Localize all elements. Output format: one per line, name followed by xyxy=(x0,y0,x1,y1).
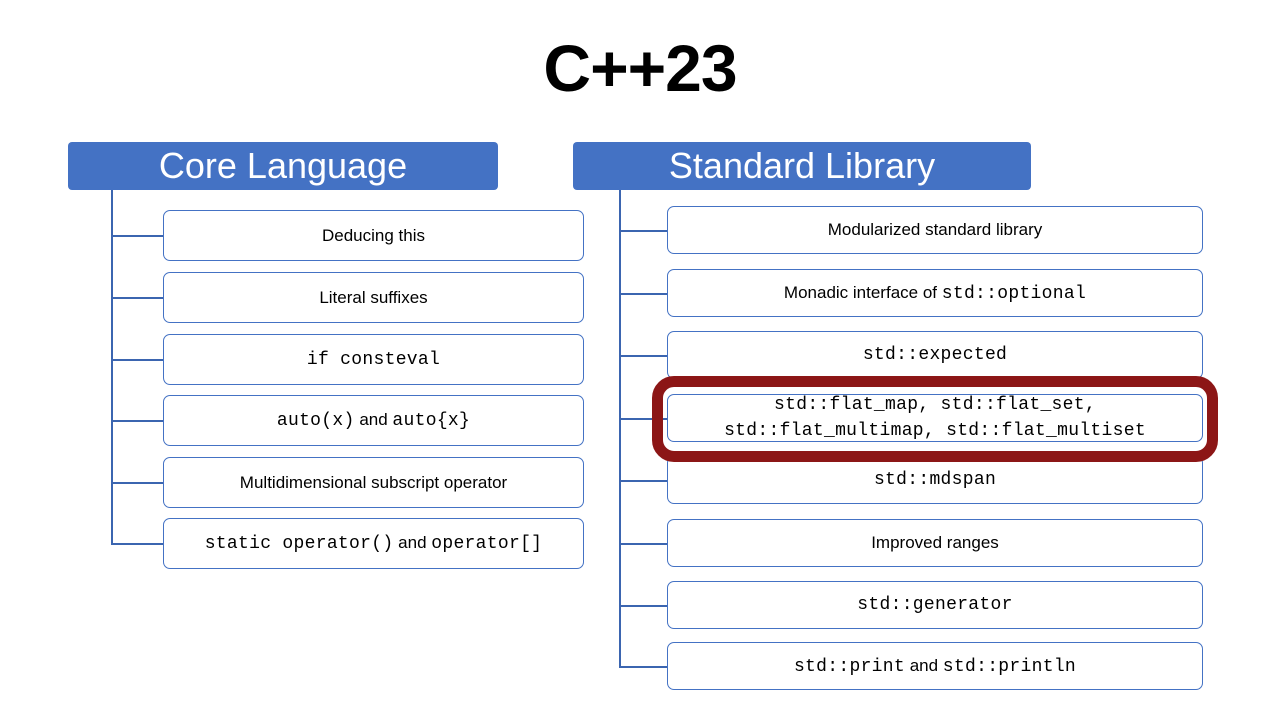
node-label-text: Monadic interface of xyxy=(783,282,942,302)
connector-branch xyxy=(111,420,163,422)
node-label: std::mdspan xyxy=(873,470,997,490)
connector-branch xyxy=(111,235,163,237)
node-label-code-a: std::print xyxy=(793,656,905,677)
node-label: Improved ranges xyxy=(871,533,999,552)
connector-branch xyxy=(619,293,667,295)
connector-trunk-core xyxy=(111,190,113,545)
node-label: Monadic interface of std::optional xyxy=(784,282,1086,305)
node-core-1[interactable]: Deducing this xyxy=(163,210,584,261)
page-title: C++23 xyxy=(543,31,737,105)
connector-branch xyxy=(111,297,163,299)
node-label: std::expected xyxy=(862,345,1008,365)
column-header-core-language[interactable]: Core Language xyxy=(68,142,498,190)
node-stdlib-5[interactable]: std::mdspan xyxy=(667,456,1203,504)
connector-branch xyxy=(619,355,667,357)
node-label-code-a: static operator() xyxy=(204,534,394,554)
node-label-code-b: auto{x} xyxy=(392,411,471,431)
connector-branch xyxy=(111,359,163,361)
connector-branch xyxy=(111,543,163,545)
node-label-code-b: std::println xyxy=(942,656,1077,677)
node-core-4[interactable]: auto(x) and auto{x} xyxy=(163,395,584,446)
node-label-conjunction: and xyxy=(904,655,943,675)
connector-branch xyxy=(619,543,667,545)
node-core-2[interactable]: Literal suffixes xyxy=(163,272,584,323)
node-stdlib-7[interactable]: std::generator xyxy=(667,581,1203,629)
node-label: if consteval xyxy=(306,349,441,370)
node-core-6[interactable]: static operator() and operator[] xyxy=(163,518,584,569)
connector-branch xyxy=(619,418,667,420)
node-label-conjunction: and xyxy=(354,410,393,429)
connector-branch xyxy=(619,480,667,482)
node-label: Multidimensional subscript operator xyxy=(239,472,508,492)
node-stdlib-6[interactable]: Improved ranges xyxy=(667,519,1203,567)
node-stdlib-3[interactable]: std::expected xyxy=(667,331,1203,379)
node-core-5[interactable]: Multidimensional subscript operator xyxy=(163,457,584,508)
node-label: std::flat_map, std::flat_set,std::flat_m… xyxy=(724,392,1146,444)
node-label: Deducing this xyxy=(321,225,425,245)
column-header-standard-library[interactable]: Standard Library xyxy=(573,142,1031,190)
node-stdlib-2[interactable]: Monadic interface of std::optional xyxy=(667,269,1203,317)
connector-branch xyxy=(619,666,667,668)
node-label: Literal suffixes xyxy=(319,287,428,307)
connector-branch xyxy=(111,482,163,484)
node-label-line-1: std::flat_map, std::flat_set, xyxy=(774,395,1096,415)
node-label-code-b: operator[] xyxy=(431,534,543,554)
connector-branch xyxy=(619,605,667,607)
node-label-line-2: std::flat_multimap, std::flat_multiset xyxy=(724,421,1146,441)
node-label: static operator() and operator[] xyxy=(205,532,543,555)
connector-branch xyxy=(619,230,667,232)
node-stdlib-1[interactable]: Modularized standard library xyxy=(667,206,1203,254)
node-label-code: std::optional xyxy=(941,283,1087,304)
node-core-3[interactable]: if consteval xyxy=(163,334,584,385)
connector-trunk-stdlib xyxy=(619,190,621,666)
node-label: std::generator xyxy=(857,595,1013,615)
node-label: auto(x) and auto{x} xyxy=(277,409,470,432)
node-label: std::print and std::println xyxy=(794,655,1076,678)
node-label: Modularized standard library xyxy=(827,220,1043,239)
node-stdlib-8[interactable]: std::print and std::println xyxy=(667,642,1203,690)
node-label-conjunction: and xyxy=(393,533,432,552)
node-label-code-a: auto(x) xyxy=(276,411,355,431)
node-stdlib-4[interactable]: std::flat_map, std::flat_set,std::flat_m… xyxy=(667,394,1203,442)
